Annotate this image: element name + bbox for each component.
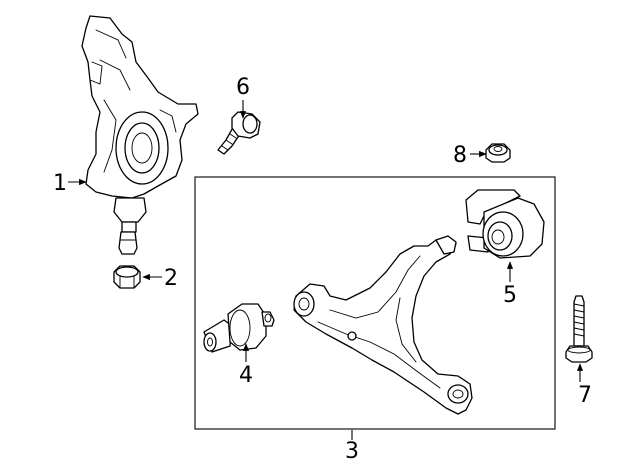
flange-nut — [485, 143, 511, 163]
callout-8: 8 — [453, 143, 467, 168]
callout-1: 1 — [53, 171, 67, 196]
assembly-box — [194, 176, 556, 430]
steering-knuckle — [81, 15, 199, 255]
long-bolt — [565, 295, 593, 363]
nut — [113, 265, 141, 289]
callout-5: 5 — [503, 283, 517, 308]
bolt — [217, 111, 261, 155]
lower-control-arm — [293, 235, 473, 415]
callout-2: 2 — [164, 266, 178, 291]
callout-6: 6 — [236, 75, 250, 100]
front-bushing — [203, 303, 275, 353]
callout-4: 4 — [239, 363, 253, 388]
leader-lines — [68, 100, 584, 440]
callout-3: 3 — [345, 439, 359, 464]
callout-7: 7 — [578, 383, 592, 408]
rear-bushing — [465, 189, 545, 259]
